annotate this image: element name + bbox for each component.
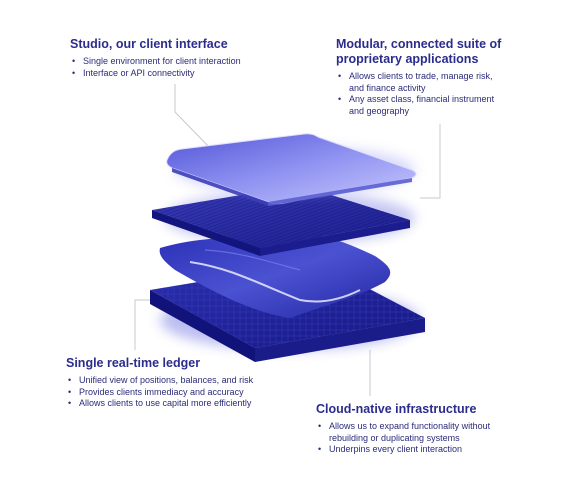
studio-block: Studio, our client interface Single envi… bbox=[70, 37, 310, 79]
ledger-bullet-2: Provides clients immediacy and accuracy bbox=[66, 387, 306, 399]
ledger-bullets: Unified view of positions, balances, and… bbox=[66, 375, 306, 410]
cloud-bullets: Allows us to expand functionality withou… bbox=[316, 421, 556, 456]
studio-title: Studio, our client interface bbox=[70, 37, 228, 51]
cloud-bullet-2: Underpins every client interaction bbox=[316, 444, 556, 456]
cloud-title: Cloud-native infrastructure bbox=[316, 402, 477, 416]
cloud-bullet-1: Allows us to expand functionality withou… bbox=[316, 421, 556, 444]
modular-bullet-1-line-2: and finance activity bbox=[349, 82, 426, 93]
modular-bullet-2: Any asset class, financial instrument an… bbox=[336, 94, 556, 117]
modular-bullet-2-line-2: and geography bbox=[349, 105, 410, 116]
modular-title: Modular, connected suite of proprietary … bbox=[336, 37, 556, 67]
modular-bullet-1: Allows clients to trade, manage risk, an… bbox=[336, 71, 556, 94]
ledger-title: Single real-time ledger bbox=[66, 356, 201, 370]
modular-title-line-2: proprietary applications bbox=[336, 52, 479, 66]
connector-lines bbox=[134, 84, 441, 396]
ledger-block: Single real-time ledger Unified view of … bbox=[66, 356, 306, 410]
ledger-bullet-1: Unified view of positions, balances, and… bbox=[66, 375, 306, 387]
modular-block: Modular, connected suite of proprietary … bbox=[336, 37, 556, 117]
studio-bullet-1: Single environment for client interactio… bbox=[70, 56, 310, 68]
modular-bullet-2-line-1: Any asset class, financial instrument bbox=[349, 94, 495, 104]
applications-layer bbox=[152, 185, 415, 256]
studio-layer bbox=[166, 133, 417, 206]
cloud-block: Cloud-native infrastructure Allows us to… bbox=[316, 402, 556, 456]
modular-title-line-1: Modular, connected suite of bbox=[336, 37, 502, 51]
studio-bullet-2: Interface or API connectivity bbox=[70, 68, 310, 80]
studio-bullets: Single environment for client interactio… bbox=[70, 56, 310, 79]
ledger-bullet-3: Allows clients to use capital more effic… bbox=[66, 398, 306, 410]
cloud-bullet-1-line-2: rebuilding or duplicating systems bbox=[329, 432, 460, 443]
modular-bullet-1-line-1: Allows clients to trade, manage risk, bbox=[349, 71, 493, 81]
ledger-layer bbox=[159, 232, 391, 318]
modular-bullets: Allows clients to trade, manage risk, an… bbox=[336, 71, 556, 117]
cloud-bullet-1-line-1: Allows us to expand functionality withou… bbox=[329, 421, 491, 431]
